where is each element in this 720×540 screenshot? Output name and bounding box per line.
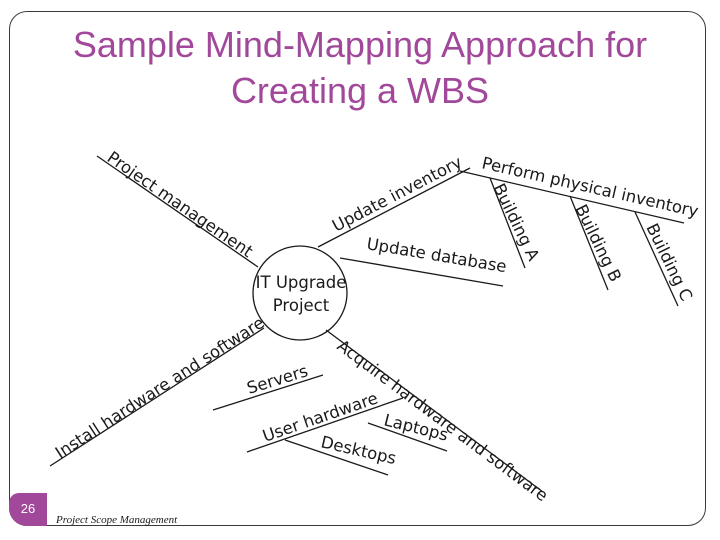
branch-line-desktops	[284, 439, 389, 476]
branch-line-building-b	[569, 195, 609, 291]
branch-line-laptops	[367, 422, 448, 452]
branch-label-project-management: Project management	[104, 148, 257, 262]
branch-label-install-hardware-software: Install hardware and software	[52, 313, 268, 462]
slide-title: Sample Mind-Mapping Approach for Creatin…	[18, 22, 702, 114]
title-line-1: Sample Mind-Mapping Approach for	[72, 24, 648, 65]
branch-label-servers: Servers	[245, 361, 311, 398]
slide-number: 26	[20, 500, 36, 516]
branch-label-update-inventory: Update inventory	[329, 152, 465, 235]
center-node-label-line-1: IT Upgrade	[256, 273, 347, 292]
branch-line-user-hardware	[246, 397, 404, 453]
branch-label-desktops: Desktops	[319, 432, 398, 468]
branch-label-building-c: Building C	[642, 220, 696, 304]
branch-label-building-a: Building A	[489, 180, 543, 264]
branch-label-update-database: Update database	[365, 234, 508, 276]
branch-line-servers	[212, 374, 324, 411]
branch-line-building-c	[634, 211, 679, 307]
center-node-label-line-2: Project	[273, 296, 330, 315]
branch-line-update-database	[339, 257, 504, 287]
branch-line-acquire-hardware-software	[325, 329, 544, 493]
branch-line-building-a	[489, 177, 526, 269]
branch-line-project-management	[96, 155, 259, 268]
branch-line-perform-physical-inventory	[459, 170, 685, 224]
branch-label-acquire-hardware-software: Acquire hardware and software	[334, 336, 552, 505]
branch-label-building-b: Building B	[571, 201, 625, 284]
branch-line-update-inventory	[317, 167, 471, 248]
center-node-circle	[252, 245, 348, 341]
slide-frame	[9, 11, 706, 526]
title-line-2: Creating a WBS	[230, 70, 490, 111]
branch-line-install-hardware-software	[49, 327, 265, 467]
slide-footer: Project Scope Management	[56, 514, 178, 526]
slide-number-badge: 26	[9, 493, 47, 526]
branch-label-user-hardware: User hardware	[260, 389, 380, 446]
